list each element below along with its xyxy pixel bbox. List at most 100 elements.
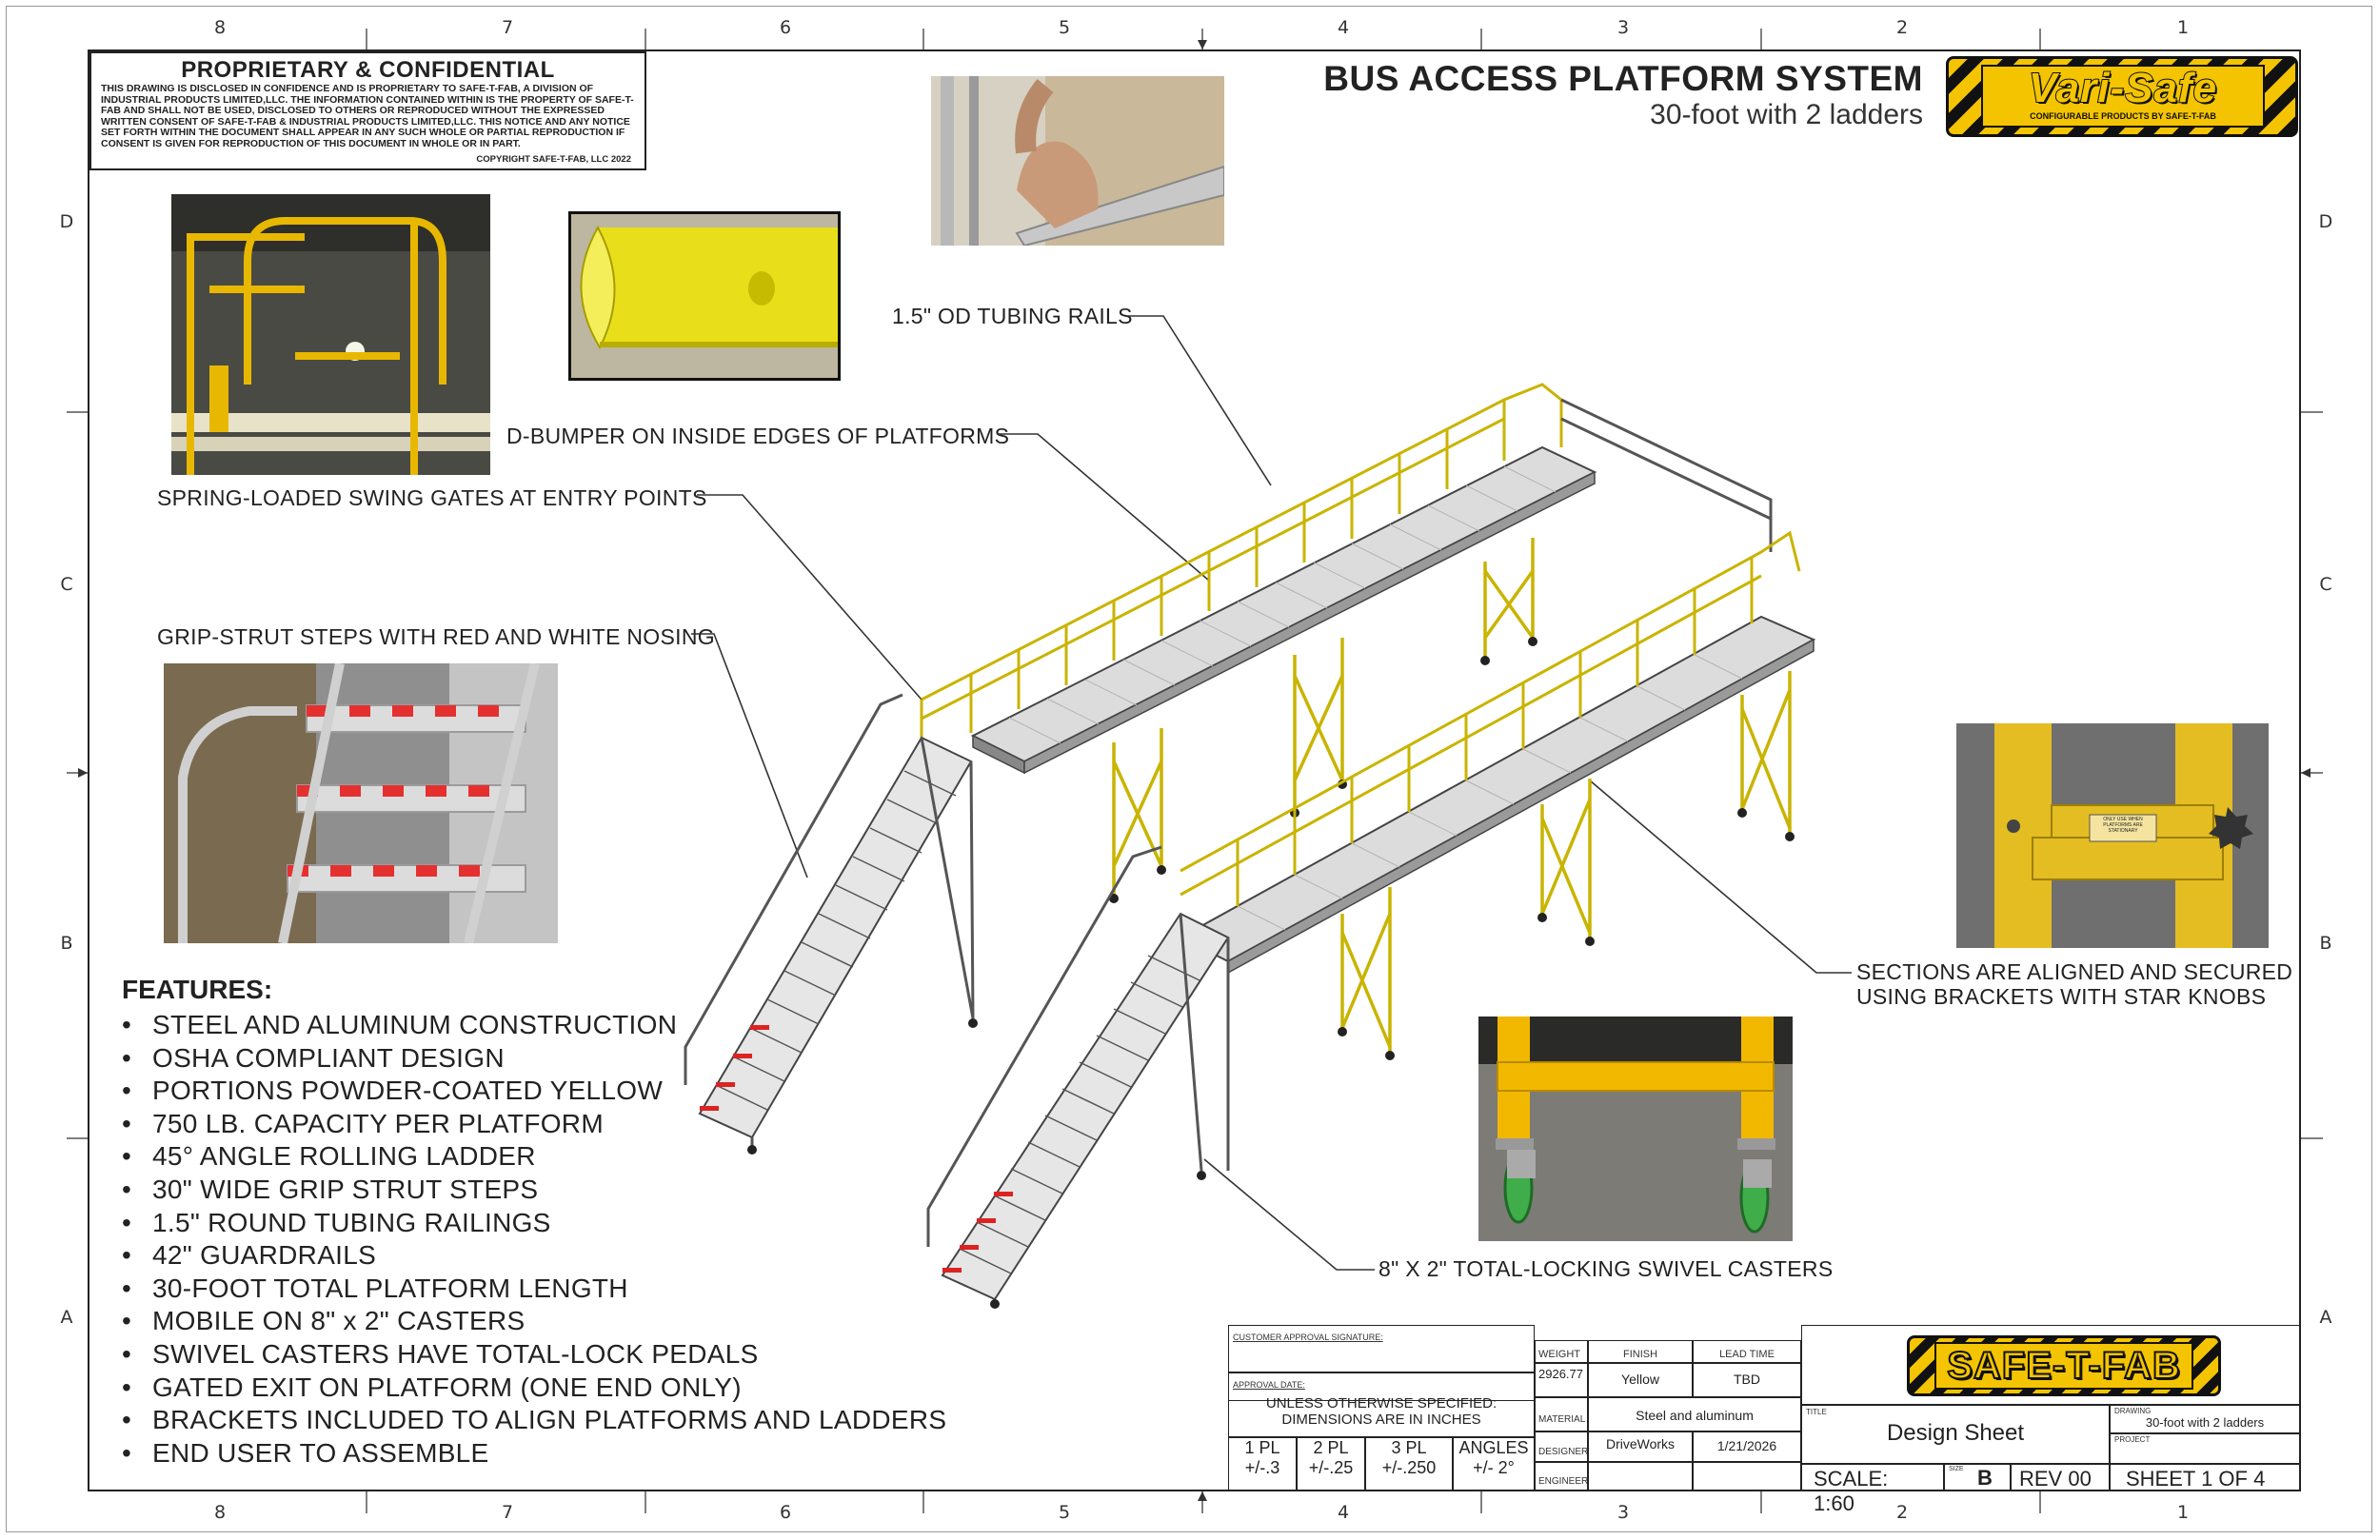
swing-gate-image xyxy=(171,194,490,475)
features-title: FEATURES: xyxy=(122,975,273,1004)
proprietary-notice: PROPRIETARY & CONFIDENTIAL THIS DRAWING … xyxy=(89,51,646,170)
bracket-sticker-label: ONLY USE WHEN PLATFORMS ARE STATIONARY xyxy=(2103,817,2143,834)
tolerance-value: +/-.3 xyxy=(1244,1458,1280,1477)
feature-item: 1.5" ROUND TUBING RAILINGS xyxy=(122,1207,946,1240)
customer-approval-label: CUSTOMER APPROVAL SIGNATURE: xyxy=(1233,1333,1383,1342)
finish-label: FINISH xyxy=(1622,1349,1658,1360)
designer-value: DriveWorks xyxy=(1605,1436,1676,1451)
lead-time-value: TBD xyxy=(1734,1372,1760,1387)
zone-col-label: 6 xyxy=(779,1502,792,1523)
zone-col-label: 7 xyxy=(501,1502,514,1523)
safe-t-fab-logo: SAFE-T-FAB xyxy=(1907,1335,2221,1396)
zone-row-label: D xyxy=(2318,211,2333,232)
document-title: BUS ACCESS PLATFORM SYSTEM xyxy=(1323,59,1923,98)
size-label: SIZE xyxy=(1949,1466,1964,1472)
d-bumper-image xyxy=(571,214,838,378)
feature-item: BRACKETS INCLUDED TO ALIGN PLATFORMS AND… xyxy=(122,1404,946,1437)
unless-specified-line2: DIMENSIONS ARE IN INCHES xyxy=(1281,1412,1481,1428)
zone-row-label: C xyxy=(2319,574,2332,595)
zone-col-label: 1 xyxy=(2176,1502,2190,1523)
casters-photo xyxy=(1478,1017,1793,1241)
handrail-photo xyxy=(931,76,1224,246)
varisafe-logo: Vari-Safe CONFIGURABLE PRODUCTS BY SAFE-… xyxy=(1946,56,2298,137)
callout-d-bumper: D-BUMPER ON INSIDE EDGES OF PLATFORMS xyxy=(506,424,1010,448)
platform-two xyxy=(1178,530,1816,1060)
zone-col-label: 8 xyxy=(213,1502,227,1523)
weight-label: WEIGHT xyxy=(1538,1349,1580,1360)
finish-value: Yellow xyxy=(1621,1372,1659,1387)
scale-value: SCALE: 1:60 xyxy=(1814,1467,1889,1515)
material-label: MATERIAL xyxy=(1538,1414,1586,1425)
callout-tubing-rails: 1.5" OD TUBING RAILS xyxy=(892,304,1133,328)
tolerance-label: 1 PL xyxy=(1244,1438,1280,1457)
safe-t-fab-logo-text: SAFE-T-FAB xyxy=(1934,1342,2193,1390)
tolerance-label: ANGLES xyxy=(1458,1438,1529,1457)
weight-value: 2926.77 xyxy=(1538,1367,1583,1381)
zone-col-label: 6 xyxy=(779,17,792,38)
zone-row-label: A xyxy=(2319,1307,2332,1328)
revision-value: REV 00 xyxy=(2019,1467,2092,1491)
engineer-label: ENGINEER xyxy=(1538,1476,1589,1487)
proprietary-body: THIS DRAWING IS DISCLOSED IN CONFIDENCE … xyxy=(101,83,634,149)
feature-item: OSHA COMPLIANT DESIGN xyxy=(122,1042,946,1076)
zone-col-label: 5 xyxy=(1058,1502,1071,1523)
material-value: Steel and aluminum xyxy=(1636,1408,1754,1423)
varisafe-logo-name: Vari-Safe xyxy=(2028,65,2218,111)
callout-leader-lines xyxy=(691,315,1852,1271)
lead-time-label: LEAD TIME xyxy=(1719,1349,1775,1360)
callout-brackets-line1: SECTIONS ARE ALIGNED AND SECURED xyxy=(1856,959,2293,984)
zone-col-label: 4 xyxy=(1337,1502,1350,1523)
zone-row-label: C xyxy=(60,574,73,595)
handrail-image xyxy=(931,76,1224,246)
zone-row-label: B xyxy=(2319,933,2332,954)
approval-date-label: APPROVAL DATE: xyxy=(1233,1380,1305,1390)
title-label: TITLE xyxy=(1806,1408,1827,1416)
callout-brackets-line2: USING BRACKETS WITH STAR KNOBS xyxy=(1856,984,2267,1009)
drawing-label: DRAWING xyxy=(2114,1407,2152,1415)
designer-label: DESIGNER xyxy=(1538,1447,1589,1457)
feature-item: END USER TO ASSEMBLE xyxy=(122,1437,946,1471)
feature-item: STEEL AND ALUMINUM CONSTRUCTION xyxy=(122,1009,946,1042)
feature-item: MOBILE ON 8" x 2" CASTERS xyxy=(122,1305,946,1338)
zone-col-label: 4 xyxy=(1337,17,1350,38)
zone-col-label: 2 xyxy=(1895,17,1909,38)
zone-row-label: A xyxy=(60,1307,73,1328)
swing-gate-photo xyxy=(171,194,490,475)
zone-col-label: 3 xyxy=(1616,1502,1630,1523)
zone-col-label: 1 xyxy=(2176,17,2190,38)
d-bumper-photo xyxy=(568,211,841,381)
proprietary-copyright: COPYRIGHT SAFE-T-FAB, LLC 2022 xyxy=(476,154,631,165)
tolerance-value: +/-.25 xyxy=(1308,1458,1354,1477)
feature-item: 42" GUARDRAILS xyxy=(122,1239,946,1273)
sheet-outer-border xyxy=(6,6,2372,1532)
platform-one xyxy=(920,383,1773,903)
feature-item: 30" WIDE GRIP STRUT STEPS xyxy=(122,1174,946,1207)
callout-casters: 8" X 2" TOTAL-LOCKING SWIVEL CASTERS xyxy=(1378,1256,1834,1281)
document-subtitle: 30-foot with 2 ladders xyxy=(1650,99,1923,130)
callout-swing-gates: SPRING-LOADED SWING GATES AT ENTRY POINT… xyxy=(157,485,707,510)
feature-item: 45° ANGLE ROLLING LADDER xyxy=(122,1140,946,1174)
zone-col-label: 8 xyxy=(213,17,227,38)
grip-strut-steps-image xyxy=(164,663,558,943)
grip-strut-steps-photo xyxy=(164,663,558,943)
features-section: FEATURES: STEEL AND ALUMINUM CONSTRUCTIO… xyxy=(122,975,946,1470)
design-date-value: 1/21/2026 xyxy=(1716,1438,1777,1453)
tolerance-value: +/-.250 xyxy=(1381,1458,1437,1477)
proprietary-title: PROPRIETARY & CONFIDENTIAL xyxy=(181,57,555,83)
feature-item: PORTIONS POWDER-COATED YELLOW xyxy=(122,1075,946,1108)
title-value: Design Sheet xyxy=(1886,1420,2025,1446)
feature-item: GATED EXIT ON PLATFORM (ONE END ONLY) xyxy=(122,1372,946,1405)
zone-col-label: 7 xyxy=(501,17,514,38)
zone-col-label: 3 xyxy=(1616,17,1630,38)
project-label: PROJECT xyxy=(2114,1435,2151,1444)
feature-item: 30-FOOT TOTAL PLATFORM LENGTH xyxy=(122,1273,946,1306)
title-block-left: CUSTOMER APPROVAL SIGNATURE: APPROVAL DA… xyxy=(1228,1325,1801,1491)
size-value: B xyxy=(1977,1466,1993,1490)
tolerance-label: 3 PL xyxy=(1391,1438,1427,1457)
ladder-two xyxy=(926,845,1230,1309)
varisafe-logo-tagline: CONFIGURABLE PRODUCTS BY SAFE-T-FAB xyxy=(2030,111,2216,121)
title-block-right: SAFE-T-FAB TITLE Design Sheet DRAWING 30… xyxy=(1801,1325,2300,1515)
sheet-inner-border xyxy=(88,49,2301,1491)
zone-row-label: B xyxy=(60,933,73,954)
